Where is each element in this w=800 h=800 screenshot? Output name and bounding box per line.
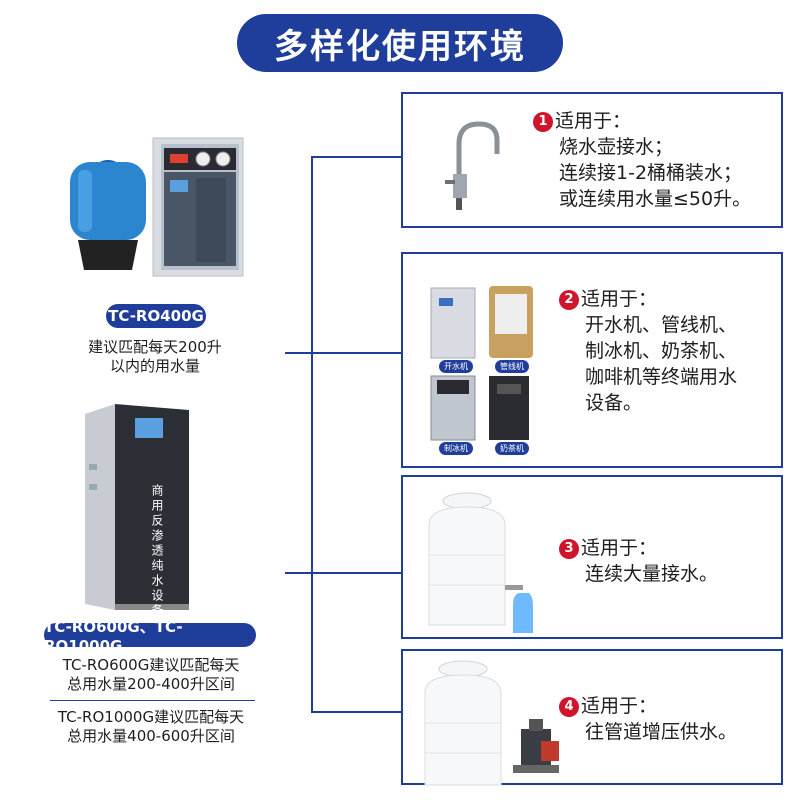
panel-line: 烧水壶接水； xyxy=(559,136,674,158)
device-label-line-machine: 管线机 xyxy=(495,360,529,373)
panel-line: 或连续用水量≤50升。 xyxy=(559,188,752,210)
device-label-boiler: 开水机 xyxy=(439,360,473,373)
cabinet-vertical-text: 商用反渗透纯水设备 xyxy=(150,484,164,619)
desc-line: 建议匹配每天200升 xyxy=(88,338,222,356)
panel-line: 咖啡机等终端用水 xyxy=(585,366,738,388)
water-tank-image xyxy=(428,492,533,633)
ro400g-desc: 建议匹配每天200升 以内的用水量 xyxy=(55,338,255,376)
ro400g-product-image xyxy=(70,137,244,277)
panel-line: 制冰机、奶茶机、 xyxy=(585,340,738,362)
desc-line: TC-RO1000G建议匹配每天 xyxy=(57,708,245,726)
desc-line: 以内的用水量 xyxy=(109,357,200,375)
ro1000g-desc: TC-RO1000G建议匹配每天 总用水量400-600升区间 xyxy=(40,708,262,746)
ro600g-product-image xyxy=(85,404,189,610)
device-label-ice-maker: 制冰机 xyxy=(439,442,473,455)
panel-head: 适用于： xyxy=(581,537,658,559)
desc-line: TC-RO600G建议匹配每天 xyxy=(62,656,240,674)
connector-left-1 xyxy=(285,352,311,354)
connector-h4 xyxy=(311,711,401,713)
connector-left-2 xyxy=(285,572,311,574)
device-label-milk-tea: 奶茶机 xyxy=(495,442,529,455)
ro600g-desc: TC-RO600G建议匹配每天 总用水量200-400升区间 xyxy=(40,656,262,694)
page-title: 多样化使用环境 xyxy=(237,14,563,72)
connector-h2 xyxy=(311,352,401,354)
desc-line: 总用水量400-600升区间 xyxy=(67,727,235,745)
desc-divider xyxy=(50,700,255,701)
panel-line: 连续接1-2桶桶装水； xyxy=(559,162,743,184)
connector-h1 xyxy=(311,156,401,158)
panel-head: 适用于： xyxy=(581,288,658,310)
panel-line: 往管道增压供水。 xyxy=(585,721,738,743)
model-badge-ro400g: TC-RO400G xyxy=(106,304,206,328)
panel-head: 适用于： xyxy=(581,695,658,717)
badge-4: 4 xyxy=(559,697,579,717)
devices-image xyxy=(430,286,533,441)
panel-line: 连续大量接水。 xyxy=(585,563,719,585)
badge-3: 3 xyxy=(559,539,579,559)
water-tank-pump-image xyxy=(424,660,559,786)
panel-head: 适用于： xyxy=(555,110,632,132)
faucet-image xyxy=(445,121,500,210)
desc-line: 总用水量200-400升区间 xyxy=(67,675,235,693)
panel-line: 开水机、管线机、 xyxy=(585,314,738,336)
model-badge-ro600g-ro1000g: TC-RO600G、TC-RO1000G xyxy=(44,618,256,655)
connector-vertical xyxy=(311,156,313,712)
badge-1: 1 xyxy=(533,112,553,132)
panel-line: 设备。 xyxy=(585,392,643,414)
connector-h3 xyxy=(311,572,401,574)
badge-2: 2 xyxy=(559,290,579,310)
